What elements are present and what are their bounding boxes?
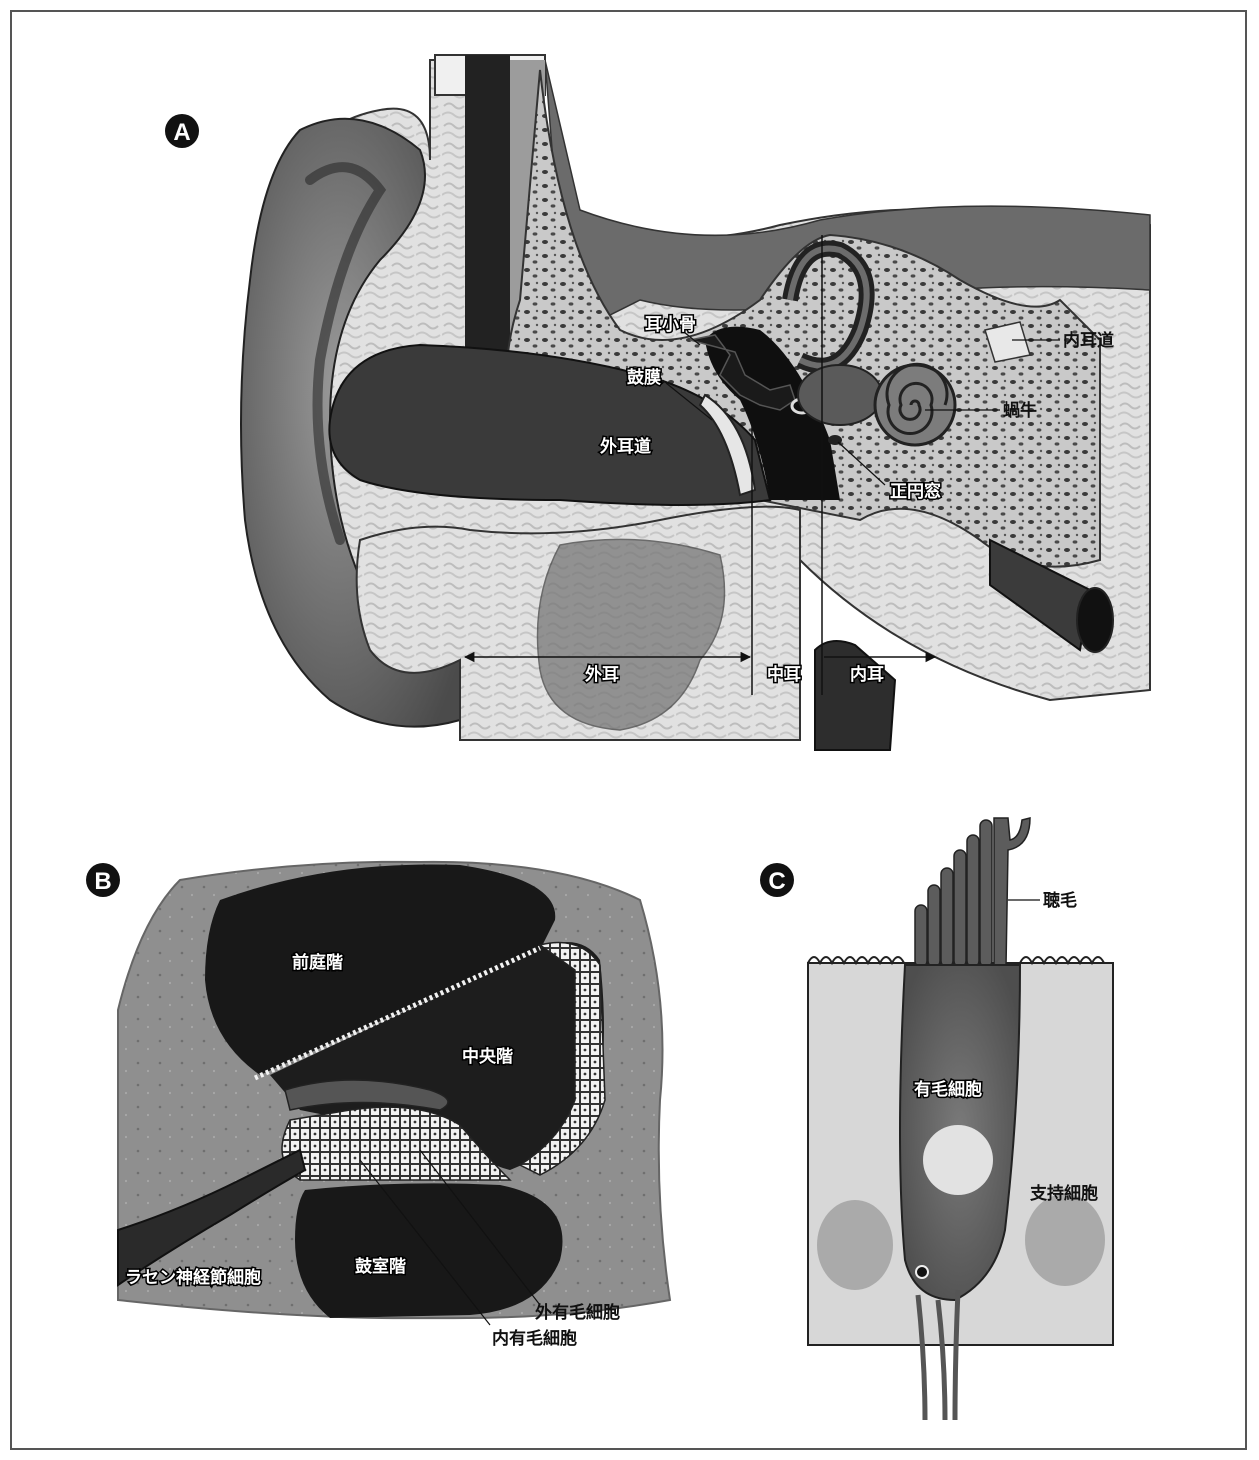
panel-c-badge: C [760,863,794,897]
supporting-cell-nucleus-left [817,1200,893,1290]
panel-c: C 聴毛 有毛細胞 支持細胞 [760,818,1113,1420]
label-inner-ear: 内耳 [850,664,884,684]
label-eardrum: 鼓膜 [627,367,661,387]
label-outer-hair-cells: 外有毛細胞 [535,1302,620,1322]
panel-c-badge-letter: C [768,868,785,895]
panel-a-badge: A [165,114,199,148]
label-scala-tympani: 鼓室階 [355,1256,406,1276]
label-middle-ear: 中耳 [767,664,801,684]
hair-cell-synapse [916,1266,928,1278]
panel-b: B 前庭階 中央階 鼓室階 ラセン神経節細胞 外有毛細胞 内有毛細胞 [86,862,670,1348]
label-inner-canal: 内耳道 [1063,330,1114,350]
label-scala-media: 中央階 [462,1046,513,1066]
label-round-window: 正円窓 [890,481,941,501]
panel-a: A 耳小骨 鼓膜 外耳道 内耳道 蝸牛 正円窓 外耳 中耳 内耳 [165,55,1150,750]
label-outer-ear: 外耳 [585,664,619,684]
hair-cell-nucleus [923,1125,993,1195]
label-outer-canal: 外耳道 [600,436,651,456]
label-cochlea: 蝸牛 [1003,400,1037,420]
panel-a-badge-letter: A [173,119,190,146]
vestibule [798,365,882,425]
label-inner-hair-cells: 内有毛細胞 [492,1328,577,1348]
label-ossicles: 耳小骨 [645,315,696,334]
label-stereocilia: 聴毛 [1043,890,1077,910]
label-supporting-cells: 支持細胞 [1030,1183,1098,1203]
cochlea [875,364,955,445]
panel-b-badge: B [86,863,120,897]
label-spiral-ganglion: ラセン神経節細胞 [125,1267,261,1287]
label-hair-cell: 有毛細胞 [914,1079,982,1099]
stereocilia [915,818,1030,967]
scala-tympani [295,1183,563,1318]
skin-dark-layer [465,55,510,385]
label-scala-vestibuli: 前庭階 [292,952,343,972]
panel-b-badge-letter: B [94,868,111,895]
supporting-cell-nucleus-right [1025,1194,1105,1286]
